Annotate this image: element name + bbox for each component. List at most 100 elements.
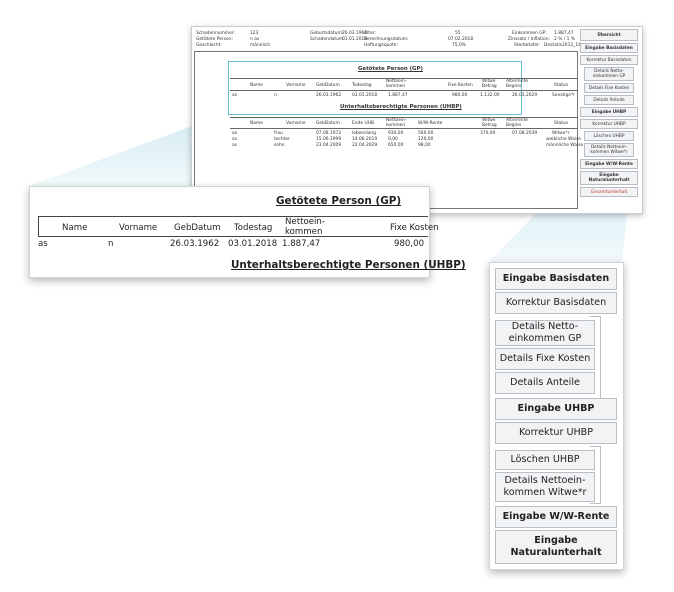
sidebar-item-gesamtunterhalt[interactable]: Gesamtunterhalt bbox=[580, 187, 638, 197]
uhbp-cell: frau bbox=[274, 131, 283, 136]
header-label: Geburtsdatum: bbox=[310, 31, 344, 36]
gp-col-header: Fixe Kosten bbox=[448, 83, 473, 88]
header-label: Einkommen GP: bbox=[512, 31, 547, 36]
uhbp-col-header: Status bbox=[554, 121, 568, 126]
menu-details-fixe-kosten[interactable]: Details Fixe Kosten bbox=[495, 348, 595, 370]
header-value: 26.03.1962 bbox=[342, 31, 368, 36]
gp-section-title: Getötete Person (GP) bbox=[358, 66, 423, 72]
uhbp-cell: männliche Waise bbox=[546, 143, 584, 148]
table-rule bbox=[38, 236, 428, 237]
uhbp-cell: 23.04.2009 bbox=[316, 143, 342, 148]
gp-cell-nettoeinkommen: 1.887,47 bbox=[282, 239, 321, 249]
header-label: Alter: bbox=[364, 31, 376, 36]
sidebar-item-korrektur-uhbp[interactable]: Korrektur UHBP bbox=[580, 119, 638, 129]
application-window: Schadennummer: Getötete Person: Geschlec… bbox=[191, 26, 643, 214]
uhbp-cell: 14.06.2019 bbox=[352, 137, 378, 142]
uhbp-cell: 22.04.2029 bbox=[352, 143, 378, 148]
sidebar-item-eingabe-naturalunterhalt[interactable]: Eingabe Naturalunterhalt bbox=[580, 171, 638, 185]
sidebar-item-uebersicht[interactable]: Übersicht bbox=[580, 29, 638, 41]
gp-cell: 1.887,47 bbox=[388, 93, 408, 98]
uhbp-col-header: Nettoein- kommen bbox=[386, 118, 407, 128]
header-label: Berechnungsdatum: bbox=[364, 37, 409, 42]
header-value: 55 bbox=[455, 31, 461, 36]
menu-details-netto-gp[interactable]: Details Netto- einkommen GP bbox=[495, 320, 595, 346]
zoom-highlight-frame bbox=[228, 61, 522, 115]
sidebar-item-eingabe-ww-rente[interactable]: Eingabe W/W-Rente bbox=[580, 159, 638, 169]
header-value: Destatis2012_14 bbox=[544, 43, 581, 48]
gp-col-header: Vorname bbox=[286, 83, 306, 88]
uhbp-cell: sohn bbox=[274, 143, 285, 148]
uhbp-cell: 560,00 bbox=[418, 131, 434, 136]
uhbp-cell: 120,00 bbox=[418, 137, 434, 142]
uhbp-col-header: Alterrente Beginn bbox=[506, 118, 528, 128]
uhbp-section-title: Unterhaltsberechtigte Personen (UHBP) bbox=[340, 104, 462, 110]
header-value: 123 bbox=[250, 31, 259, 36]
uhbp-cell: 370,00 bbox=[480, 131, 496, 136]
gp-col-header: Alterrente Beginn bbox=[506, 79, 528, 89]
zoom-panel-gp-table: Getötete Person (GP) Name Vorname GebDat… bbox=[29, 186, 466, 278]
sidebar-item-details-netto-gp[interactable]: Details Netto- einkommen GP bbox=[584, 67, 634, 81]
gp-section-title-zoom: Getötete Person (GP) bbox=[276, 195, 402, 207]
menu-korrektur-uhbp[interactable]: Korrektur UHBP bbox=[495, 422, 617, 444]
gp-col-header: Todestag bbox=[352, 83, 372, 88]
menu-eingabe-naturalunterhalt[interactable]: Eingabe Naturalunterhalt bbox=[495, 530, 617, 564]
table-rule bbox=[230, 78, 578, 79]
sidebar-item-eingabe-basisdaten[interactable]: Eingabe Basisdaten bbox=[580, 43, 638, 53]
gp-col-header-vorname: Vorname bbox=[119, 223, 158, 233]
uhbp-col-header: Vorname bbox=[286, 121, 306, 126]
gp-col-header: Name bbox=[250, 83, 263, 88]
menu-details-netto-witwe[interactable]: Details Nettoein- kommen Witwe*r bbox=[495, 472, 595, 502]
table-rule bbox=[38, 216, 39, 236]
gp-col-header-fixe-kosten: Fixe Kosten bbox=[390, 223, 439, 233]
uhbp-cell: lebenslang bbox=[352, 131, 376, 136]
sidebar-item-details-fixe-kosten[interactable]: Details Fixe Kosten bbox=[584, 83, 634, 93]
gp-col-header: Nettoein- kommen bbox=[386, 79, 407, 89]
gp-col-header: GebDatum bbox=[316, 83, 340, 88]
menu-loeschen-uhbp[interactable]: Löschen UHBP bbox=[495, 450, 595, 470]
uhbp-cell: 15.06.1999 bbox=[316, 137, 342, 142]
gp-cell: 26.03.2029 bbox=[512, 93, 538, 98]
gp-cell: 03.01.2018 bbox=[352, 93, 378, 98]
submenu-bracket bbox=[590, 446, 601, 504]
menu-eingabe-uhbp[interactable]: Eingabe UHBP bbox=[495, 398, 617, 420]
zoom-panel-menu: Eingabe Basisdaten Korrektur Basisdaten … bbox=[489, 262, 624, 570]
gp-col-header-name: Name bbox=[62, 223, 88, 233]
gp-cell-todestag: 03.01.2018 bbox=[228, 239, 278, 249]
uhbp-cell: as bbox=[232, 137, 237, 142]
gp-cell-vorname: n bbox=[108, 239, 114, 249]
header-value: 01.01.2018 bbox=[342, 37, 368, 42]
uhbp-col-header: GebDatum bbox=[316, 121, 340, 126]
sidebar-item-details-netto-witwe[interactable]: Details Nettoein- kommen Witwe*r bbox=[584, 143, 634, 157]
header-value: 75,0% bbox=[452, 43, 466, 48]
uhbp-cell: 07.08.2039 bbox=[512, 131, 538, 136]
uhbp-section-title-zoom: Unterhaltsberechtigte Personen (UHBP) bbox=[231, 259, 466, 271]
uhbp-col-header: W/W-Rente bbox=[418, 121, 443, 126]
sidebar-item-korrektur-basisdaten[interactable]: Korrektur Basisdaten bbox=[580, 55, 638, 65]
uhbp-cell: weibliche Waise bbox=[546, 137, 581, 142]
gp-col-header-nettoeinkommen: Nettoein- kommen bbox=[285, 217, 325, 237]
sidebar-item-loeschen-uhbp[interactable]: Löschen UHBP bbox=[584, 131, 634, 141]
gp-cell: 980,00 bbox=[452, 93, 468, 98]
header-label: Getötete Person: bbox=[196, 37, 233, 42]
sidebar-item-details-anteile[interactable]: Details Anteile bbox=[584, 95, 634, 105]
header-label: Schadendatum: bbox=[310, 37, 345, 42]
sidebar-item-eingabe-uhbp[interactable]: Eingabe UHBP bbox=[580, 107, 638, 117]
header-label: Haftungsquote: bbox=[364, 43, 398, 48]
header-value: n as bbox=[250, 37, 260, 42]
header-value: 07.02.2018 bbox=[448, 37, 474, 42]
menu-korrektur-basisdaten[interactable]: Korrektur Basisdaten bbox=[495, 292, 617, 314]
menu-details-anteile[interactable]: Details Anteile bbox=[495, 372, 595, 394]
gp-cell: 26.03.1962 bbox=[316, 93, 342, 98]
header-value: 2 % / 1 % bbox=[554, 37, 575, 42]
menu-eingabe-basisdaten[interactable]: Eingabe Basisdaten bbox=[495, 268, 617, 290]
uhbp-cell: as bbox=[232, 143, 237, 148]
menu-eingabe-ww-rente[interactable]: Eingabe W/W-Rente bbox=[495, 506, 617, 528]
gp-cell-fixe-kosten: 980,00 bbox=[394, 239, 425, 249]
header-label: Geschlecht: bbox=[196, 43, 222, 48]
header-value: 1.887,47 bbox=[554, 31, 574, 36]
gp-cell-name: as bbox=[38, 239, 48, 249]
header-label: Schadennummer: bbox=[196, 31, 235, 36]
table-rule bbox=[230, 128, 578, 129]
uhbp-col-header: Witwe Betrag bbox=[482, 118, 497, 128]
uhbp-cell: 930,00 bbox=[388, 131, 404, 136]
